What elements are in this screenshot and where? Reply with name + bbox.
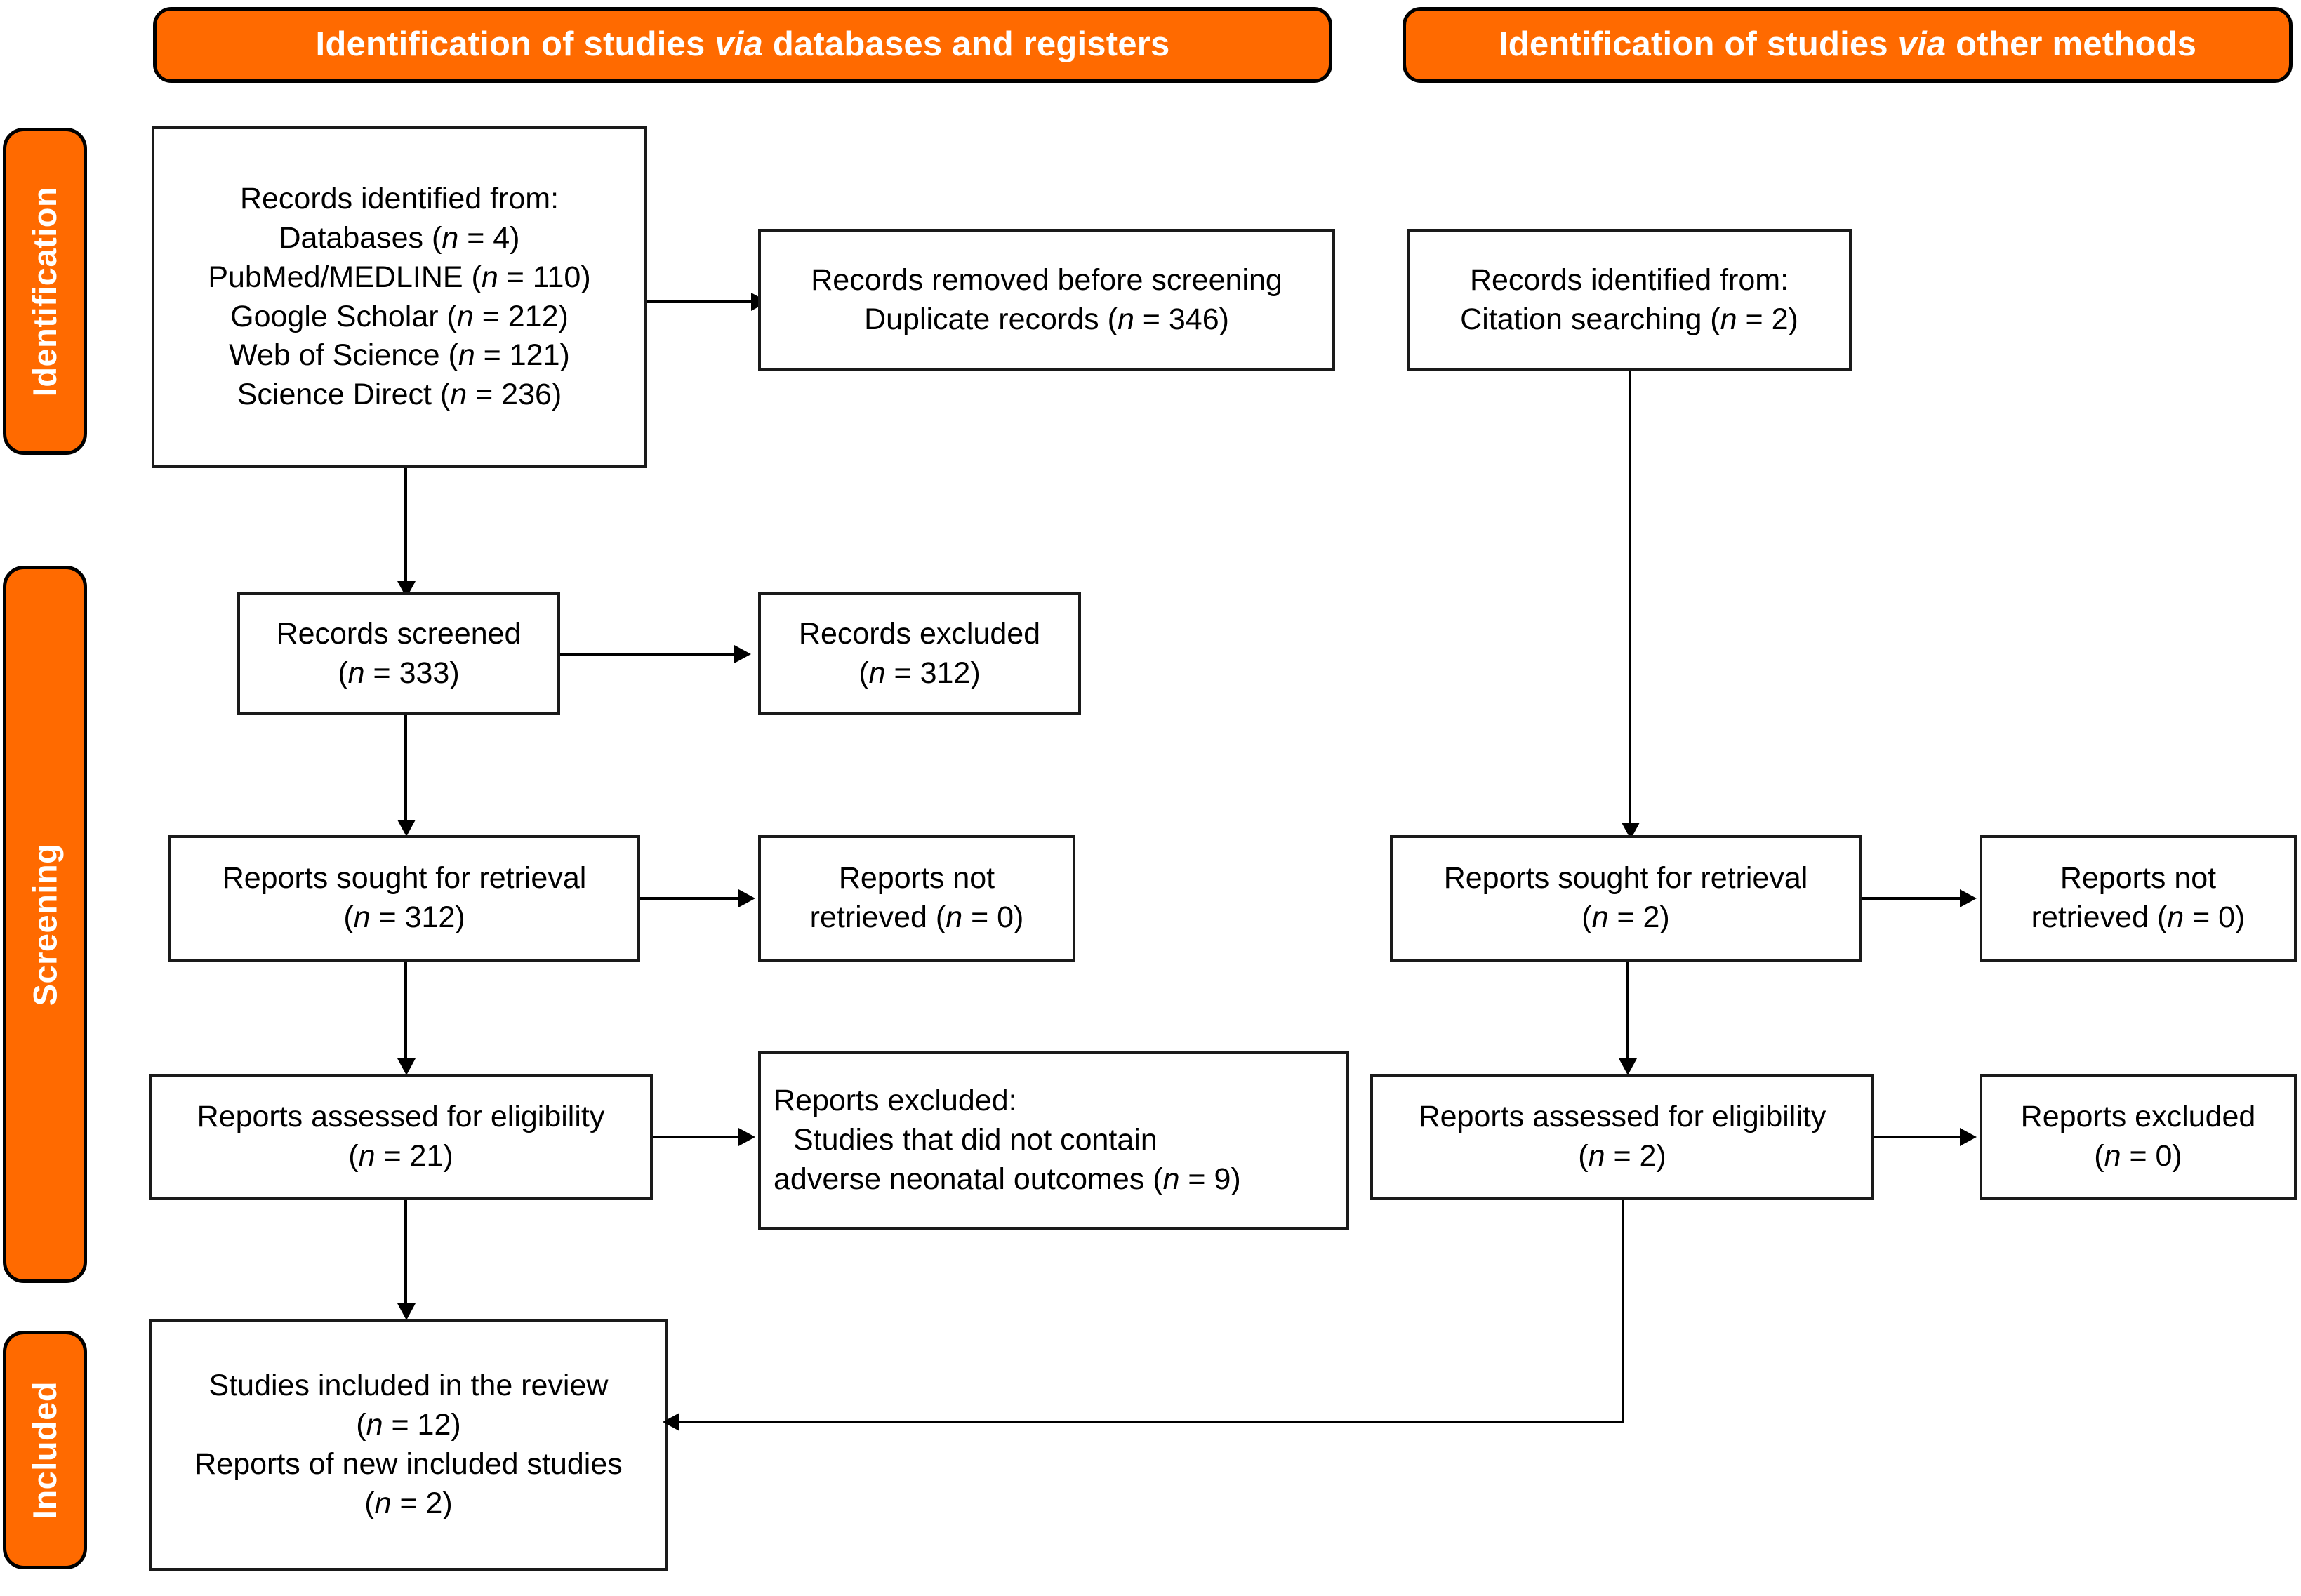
box-line: (n = 21) — [348, 1139, 453, 1173]
box-reports-excluded-left: Reports excluded: Studies that did not c… — [758, 1051, 1349, 1230]
stage-bar-screening: Screening — [3, 566, 87, 1283]
arrow-screened-to-sought — [397, 820, 416, 837]
connector-other-methods-to-reports-sought — [1629, 371, 1631, 827]
box-reports-not-retrieved-right: Reports not retrieved (n = 0) — [1980, 835, 2297, 962]
box-line: (n = 12) — [356, 1408, 461, 1442]
banner-databases-text: Identification of studies via databases … — [315, 25, 1170, 64]
arrow-sought-to-assessed-right — [1619, 1058, 1637, 1075]
connector-assessed-to-excluded-right — [1874, 1136, 1961, 1138]
box-reports-excluded-right: Reports excluded (n = 0) — [1980, 1074, 2297, 1200]
box-line: (n = 2) — [1581, 900, 1670, 934]
box-line: Reports not — [838, 861, 995, 896]
box-line: Records removed before screening — [811, 262, 1282, 297]
box-records-identified-other-methods: Records identified from: Citation search… — [1407, 229, 1852, 371]
box-line: Reports of new included studies — [194, 1447, 623, 1481]
connector-sought-to-assessed-left — [404, 962, 407, 1062]
box-line: Reports not — [2060, 861, 2217, 896]
banner-other-methods-text: Identification of studies via other meth… — [1498, 25, 2197, 64]
connector-screened-to-excluded — [560, 653, 736, 656]
stage-label-included: Included — [26, 1381, 64, 1519]
stage-bar-included: Included — [3, 1331, 87, 1569]
banner-databases-registers: Identification of studies via databases … — [153, 7, 1332, 83]
connector-identified-to-removed — [647, 300, 752, 303]
connector-assessed-to-included — [404, 1200, 407, 1307]
box-line: Reports assessed for eligibility — [197, 1100, 605, 1134]
arrow-sought-to-notretrieved-left — [738, 889, 755, 907]
box-line: Web of Science (n = 121) — [229, 338, 570, 373]
connector-assessed-to-excluded-left — [653, 1136, 740, 1138]
box-line: Records identified from: — [239, 181, 559, 215]
connector-sought-to-notretrieved-left — [640, 897, 740, 900]
box-studies-included: Studies included in the review (n = 12) … — [149, 1319, 668, 1571]
connector-sought-to-notretrieved-right — [1862, 897, 1961, 900]
arrow-screened-to-excluded — [734, 645, 751, 663]
arrow-sought-to-notretrieved-right — [1960, 889, 1977, 907]
box-line: Records excluded — [798, 616, 1041, 651]
box-line: Science Direct (n = 236) — [237, 378, 562, 412]
arrow-sought-to-assessed-left — [397, 1058, 416, 1075]
box-line: Duplicate records (n = 346) — [864, 302, 1229, 336]
connector-screened-to-sought — [404, 715, 407, 824]
arrow-assessed-to-excluded-left — [738, 1128, 755, 1146]
connector-right-assessed-to-included — [678, 1421, 1624, 1423]
stage-bar-identification: Identification — [3, 128, 87, 455]
box-line: Studies included in the review — [208, 1369, 609, 1403]
box-line: Records identified from: — [1469, 262, 1789, 297]
box-reports-assessed-right: Reports assessed for eligibility (n = 2) — [1370, 1074, 1874, 1200]
stage-label-identification: Identification — [26, 186, 64, 397]
box-line: Studies that did not contain — [793, 1123, 1158, 1157]
connector-right-assessed-down — [1622, 1200, 1624, 1423]
box-line: (n = 312) — [858, 656, 981, 690]
box-line: Databases (n = 4) — [279, 220, 520, 255]
box-records-screened: Records screened (n = 333) — [237, 592, 560, 715]
box-line: retrieved (n = 0) — [809, 900, 1024, 934]
box-line: Records screened — [276, 616, 522, 651]
box-line: Reports sought for retrieval — [222, 861, 587, 896]
box-reports-not-retrieved-left: Reports not retrieved (n = 0) — [758, 835, 1075, 962]
box-line: adverse neonatal outcomes (n = 9) — [774, 1162, 1241, 1196]
banner-other-methods: Identification of studies via other meth… — [1403, 7, 2293, 83]
box-line: PubMed/MEDLINE (n = 110) — [208, 260, 591, 294]
box-reports-assessed-left: Reports assessed for eligibility (n = 21… — [149, 1074, 653, 1200]
box-line: Reports excluded — [2020, 1100, 2256, 1134]
box-line: (n = 0) — [2094, 1139, 2182, 1173]
box-line: (n = 312) — [343, 900, 465, 934]
box-line: (n = 333) — [338, 656, 460, 690]
arrow-assessed-to-included — [397, 1303, 416, 1320]
box-line: Reports assessed for eligibility — [1418, 1100, 1826, 1134]
box-records-excluded: Records excluded (n = 312) — [758, 592, 1081, 715]
box-line: Reports sought for retrieval — [1443, 861, 1808, 896]
box-reports-sought-right: Reports sought for retrieval (n = 2) — [1390, 835, 1862, 962]
arrow-assessed-to-excluded-right — [1960, 1128, 1977, 1146]
connector-sought-to-assessed-right — [1626, 962, 1629, 1062]
connector-identified-to-screened — [404, 468, 407, 586]
box-records-identified-databases: Records identified from: Databases (n = … — [152, 126, 647, 468]
box-line: (n = 2) — [364, 1486, 453, 1520]
box-records-removed-before-screening: Records removed before screening Duplica… — [758, 229, 1335, 371]
box-line: Citation searching (n = 2) — [1460, 302, 1798, 336]
box-line: retrieved (n = 0) — [2031, 900, 2246, 934]
box-line: Reports excluded: — [774, 1084, 1017, 1118]
box-reports-sought-left: Reports sought for retrieval (n = 312) — [168, 835, 640, 962]
box-line: Google Scholar (n = 212) — [230, 299, 569, 333]
box-line: (n = 2) — [1578, 1139, 1666, 1173]
stage-label-screening: Screening — [26, 843, 64, 1006]
arrow-right-assessed-to-included — [663, 1413, 679, 1431]
